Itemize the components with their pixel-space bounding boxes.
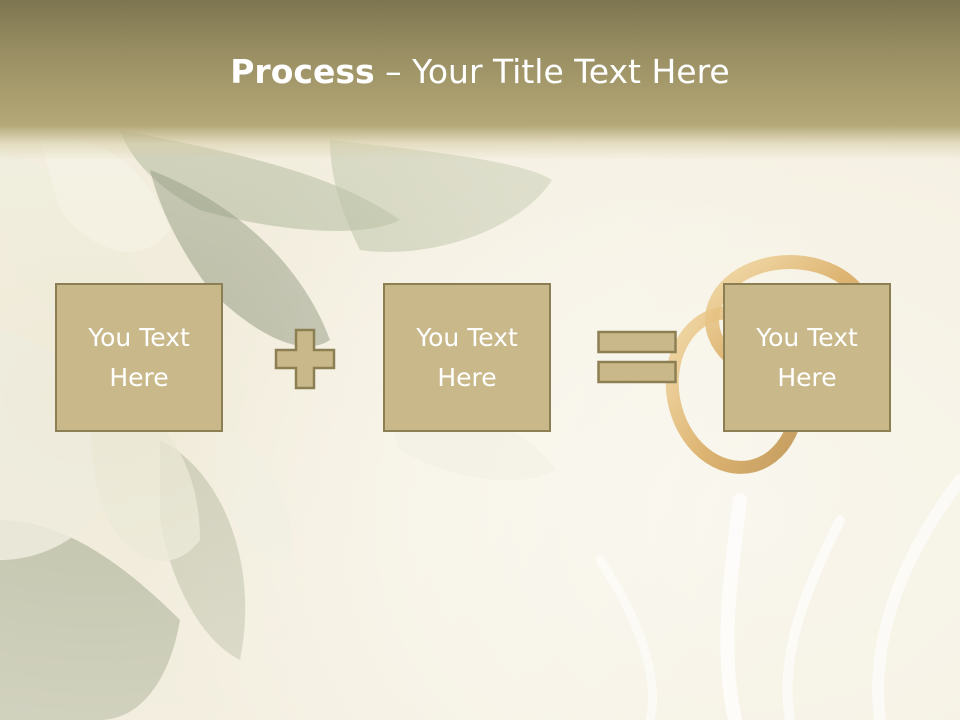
header-band — [0, 0, 960, 160]
title-separator: – — [374, 52, 413, 91]
plus-icon — [274, 328, 336, 390]
box-3-line-1: You Text — [756, 322, 858, 352]
equals-icon — [597, 330, 677, 384]
slide-title: Process – Your Title Text Here — [0, 52, 960, 91]
process-box-2[interactable]: You Text Here — [383, 283, 551, 432]
box-1-line-2: Here — [109, 362, 169, 392]
process-box-1[interactable]: You Text Here — [55, 283, 223, 432]
box-1-line-1: You Text — [88, 322, 190, 352]
process-box-3[interactable]: You Text Here — [723, 283, 891, 432]
box-2-line-1: You Text — [416, 322, 518, 352]
box-3-line-2: Here — [777, 362, 837, 392]
title-text: Your Title Text Here — [412, 52, 730, 91]
box-2-line-2: Here — [437, 362, 497, 392]
title-bold: Process — [230, 52, 375, 91]
